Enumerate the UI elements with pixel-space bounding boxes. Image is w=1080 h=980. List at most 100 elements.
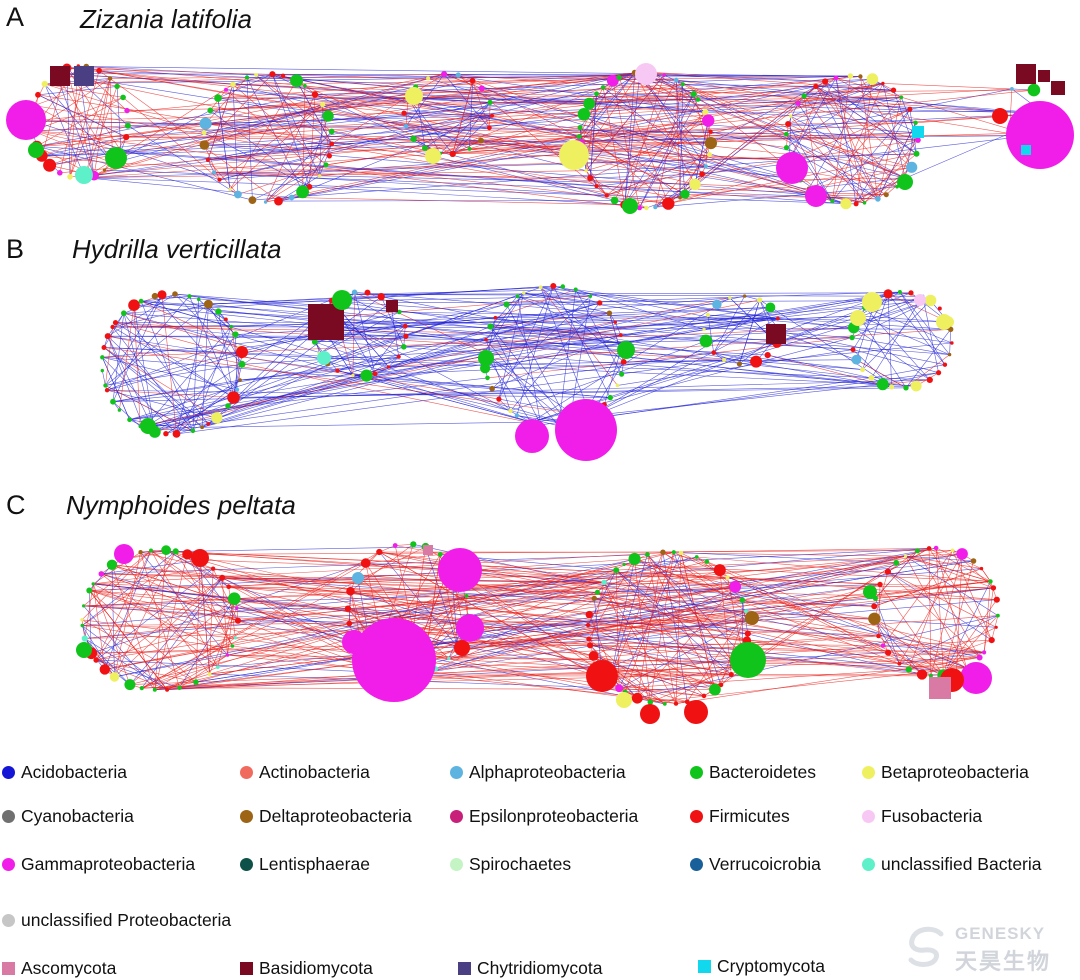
network-edge bbox=[82, 551, 176, 626]
network-edge bbox=[655, 186, 898, 208]
network-edge bbox=[374, 291, 900, 374]
network-node bbox=[577, 125, 583, 130]
network-edge bbox=[228, 586, 875, 620]
network-edge bbox=[874, 571, 889, 619]
network-edge bbox=[344, 294, 923, 297]
network-node bbox=[881, 81, 885, 86]
panel-title: Nymphoides peltata bbox=[66, 490, 296, 520]
network-node bbox=[662, 702, 667, 706]
network-edge bbox=[237, 569, 617, 621]
network-node bbox=[290, 74, 304, 88]
network-edge bbox=[452, 140, 482, 155]
network-edge bbox=[31, 120, 220, 180]
network-node bbox=[200, 425, 205, 430]
network-node-hub bbox=[936, 314, 952, 330]
network-node bbox=[493, 315, 498, 320]
network-node bbox=[622, 562, 626, 567]
network-edge bbox=[452, 102, 491, 154]
network-edge bbox=[222, 577, 875, 607]
network-edge bbox=[228, 586, 748, 634]
network-node bbox=[392, 543, 398, 548]
network-node bbox=[744, 630, 751, 637]
network-edge bbox=[491, 334, 621, 389]
network-edge bbox=[112, 379, 241, 402]
network-edge bbox=[241, 327, 854, 365]
network-edge bbox=[825, 81, 917, 155]
network-edge bbox=[83, 550, 152, 607]
network-node bbox=[979, 566, 984, 571]
network-node bbox=[728, 296, 732, 300]
network-edge bbox=[207, 143, 332, 161]
network-edge bbox=[516, 285, 554, 416]
network-node bbox=[858, 74, 863, 79]
network-edge bbox=[739, 299, 760, 364]
network-edge bbox=[824, 81, 879, 200]
panel-b: B Hydrilla verticillata bbox=[0, 230, 1080, 480]
legend-label: Bacteroidetes bbox=[709, 762, 817, 782]
network-edge bbox=[713, 299, 760, 353]
network-node bbox=[704, 137, 718, 150]
network-node bbox=[743, 609, 749, 614]
network-node bbox=[106, 559, 118, 570]
network-edge bbox=[793, 169, 898, 187]
network-node bbox=[889, 384, 895, 390]
network-node-hub bbox=[352, 618, 436, 702]
legend-label: Chytridiomycota bbox=[477, 958, 603, 978]
network-edge bbox=[908, 639, 992, 670]
network-edge bbox=[469, 80, 473, 149]
network-edge bbox=[141, 546, 426, 689]
network-edge bbox=[707, 314, 854, 328]
network-edge bbox=[664, 74, 826, 82]
network-node bbox=[96, 67, 102, 74]
network-edge bbox=[222, 577, 598, 593]
network-node-hub bbox=[105, 147, 127, 169]
network-node-hub bbox=[730, 642, 766, 678]
network-edge bbox=[120, 97, 902, 152]
network-edge bbox=[673, 551, 897, 564]
network-edge bbox=[83, 605, 350, 624]
network-edge bbox=[786, 133, 879, 200]
network-edge bbox=[204, 132, 310, 188]
network-node bbox=[868, 612, 881, 625]
network-edge bbox=[119, 305, 135, 411]
network-node bbox=[377, 293, 385, 301]
network-edge bbox=[352, 375, 611, 398]
network-edge bbox=[265, 143, 332, 203]
network-edge bbox=[69, 120, 709, 178]
network-node-hub bbox=[617, 341, 635, 359]
network-node bbox=[328, 128, 335, 135]
network-edge bbox=[302, 143, 332, 192]
network-edge bbox=[388, 312, 610, 368]
network-node bbox=[172, 430, 181, 438]
network-node bbox=[172, 291, 178, 297]
network-edge bbox=[634, 558, 651, 703]
network-b bbox=[100, 283, 954, 461]
network-node bbox=[910, 380, 922, 392]
network-edge bbox=[337, 370, 570, 425]
network-edge bbox=[485, 339, 559, 426]
network-node bbox=[707, 152, 712, 158]
network-edge bbox=[705, 110, 1001, 113]
network-node bbox=[915, 137, 921, 143]
network-node bbox=[329, 141, 335, 147]
network-edge bbox=[815, 86, 879, 200]
network-node bbox=[701, 693, 707, 699]
network-node bbox=[783, 145, 790, 151]
network-edge bbox=[133, 305, 156, 432]
network-node bbox=[360, 369, 373, 382]
network-node bbox=[988, 579, 993, 584]
network-edge bbox=[808, 177, 906, 189]
network-node bbox=[410, 135, 417, 142]
network-node bbox=[583, 97, 596, 110]
network-edge bbox=[625, 684, 722, 693]
network-edge bbox=[609, 554, 648, 681]
network-edge bbox=[204, 135, 1032, 146]
network-edge bbox=[93, 78, 111, 176]
network-node bbox=[190, 428, 196, 434]
network-edge bbox=[150, 550, 881, 585]
network-node bbox=[263, 200, 268, 204]
network-edge bbox=[452, 132, 918, 155]
network-node bbox=[606, 74, 619, 87]
network-edge bbox=[619, 666, 737, 689]
network-node bbox=[101, 345, 107, 350]
